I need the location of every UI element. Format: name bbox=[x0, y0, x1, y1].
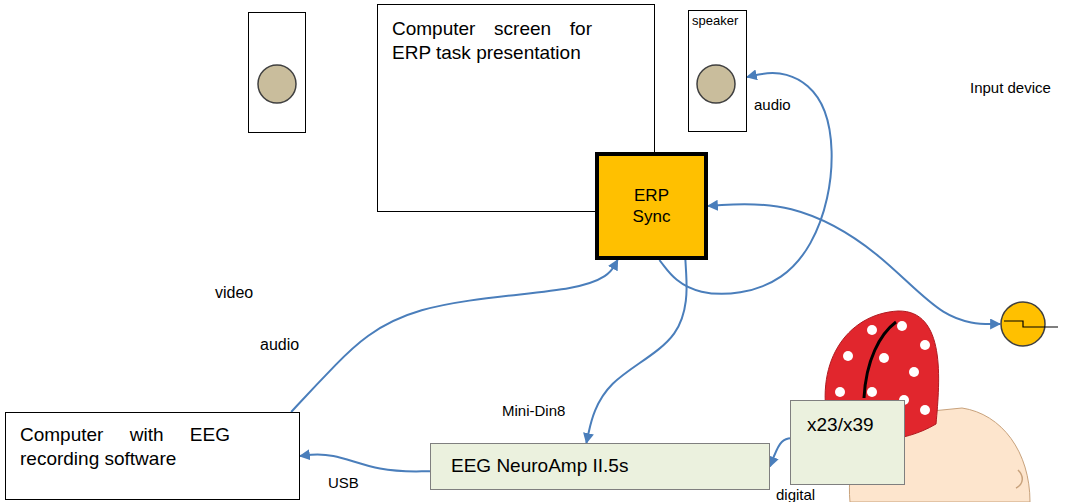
signal-label: USB bbox=[326, 474, 361, 491]
signal-connector bbox=[291, 260, 617, 412]
signal-label: audio bbox=[258, 336, 301, 353]
signal-label: digital bbox=[774, 486, 817, 502]
right-speaker-cone bbox=[697, 65, 735, 103]
signal-label: video bbox=[213, 284, 255, 301]
signal-label: Mini-Din8 bbox=[500, 402, 567, 419]
left-speaker bbox=[249, 13, 306, 133]
signal-connector bbox=[770, 438, 790, 466]
node-text: Input device bbox=[970, 79, 1051, 96]
amplifier-box: EEG NeuroAmp II.5s bbox=[430, 443, 770, 490]
node-text: Computer screen for ERP task presentatio… bbox=[392, 17, 592, 65]
circle-outline bbox=[1000, 301, 1046, 347]
signal-connector bbox=[300, 454, 430, 471]
node-text: EEG NeuroAmp II.5s bbox=[451, 454, 749, 478]
node-text: ERP Sync bbox=[624, 185, 680, 227]
signal-connector bbox=[708, 204, 1000, 324]
headbox: x23/x39 bbox=[790, 400, 905, 485]
node-text: Computer with EEG recording software bbox=[20, 423, 230, 471]
recording-computer-box: Computer with EEG recording software bbox=[5, 412, 300, 500]
signal-connector bbox=[586, 260, 686, 443]
node-text: speaker bbox=[692, 13, 743, 28]
signal-label: audio bbox=[752, 96, 793, 113]
sync-box: ERP Sync bbox=[595, 152, 708, 260]
node-text: x23/x39 bbox=[807, 413, 888, 437]
input-device-circle: Input device bbox=[1000, 301, 1046, 347]
speaker-box: speaker bbox=[688, 10, 747, 132]
